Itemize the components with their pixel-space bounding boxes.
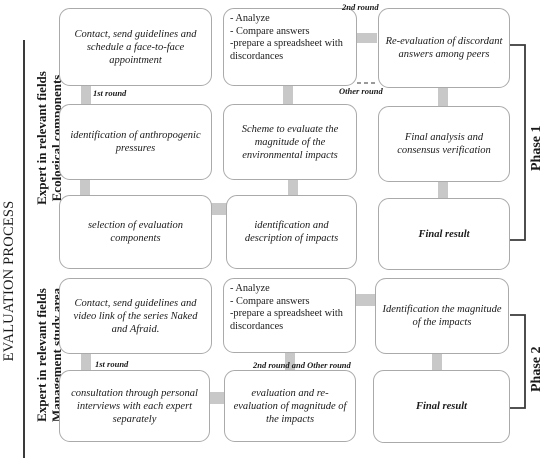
p2-analysis-item: - Compare answers — [230, 295, 310, 307]
p1-anthropogenic-text: identification of anthropogenic pressure… — [70, 130, 201, 154]
p2-analysis-item: - Analyze — [230, 283, 270, 294]
p1-analysis-list: - Analyze - Compare answers -prepare a s… — [230, 13, 350, 63]
connector-p1-impacts-scheme — [288, 177, 298, 197]
p2-first-round-label: 1st round — [95, 359, 129, 369]
p1-analysis-box: - Analyze - Compare answers -prepare a s… — [223, 8, 357, 86]
connector-p1-scheme-analysis — [283, 85, 293, 105]
p1-impacts-box: identification and description of impact… — [226, 195, 357, 269]
p2-evaluation-box: evaluation and re-evaluation of magnitud… — [224, 370, 356, 442]
p1-impacts-text: identification and description of impact… — [244, 220, 339, 244]
process-divider — [23, 40, 25, 458]
connector-p2-analysis-identification — [354, 294, 376, 306]
p1-first-round-label: 1st round — [93, 88, 127, 98]
p2-evaluation-text: evaluation and re-evaluation of magnitud… — [233, 387, 347, 425]
p1-analysis-item: - Analyze — [230, 13, 270, 24]
p1-other-round-label: Other round — [339, 86, 383, 96]
p2-contact-box: Contact, send guidelines and video link … — [59, 278, 212, 354]
p2-second-other-round-label: 2nd round and Other round — [253, 360, 351, 370]
connector-p2-consultation-evaluation — [208, 392, 226, 404]
p1-contact-text: Contact, send guidelines and schedule a … — [74, 28, 197, 66]
p1-selection-box: selection of evaluation components — [59, 195, 212, 269]
p2-identification-text: Identification the magnitude of the impa… — [382, 304, 502, 328]
p1-scheme-box: Scheme to evaluate the magnitude of the … — [223, 104, 357, 180]
p1-analysis-item: - Compare answers — [230, 25, 310, 37]
connector-p1-reeval-finalanalysis — [438, 86, 448, 108]
phase1-label: Phase 1 — [529, 125, 544, 172]
connector-p2-contact-consultation — [81, 350, 91, 370]
phase2-label: Phase 2 — [529, 346, 544, 393]
p1-final-result-text: Final result — [418, 228, 470, 240]
connector-p1-analysis-reeval — [357, 33, 377, 43]
p2-analysis-item: -prepare a spreadsheet with discordances — [230, 308, 343, 332]
connector-p2-identification-final — [432, 352, 442, 372]
p2-consultation-text: consultation through personal interviews… — [71, 387, 198, 425]
connector-p1-anthropogenic-selection — [80, 177, 90, 197]
p1-selection-text: selection of evaluation components — [87, 220, 184, 244]
connector-p1-selection-impacts — [210, 203, 228, 215]
p1-second-round-label: 2nd round — [342, 2, 379, 12]
p1-contact-box: Contact, send guidelines and schedule a … — [59, 8, 212, 86]
p2-analysis-list: - Analyze - Compare answers -prepare a s… — [230, 283, 349, 333]
connector-p2-evaluation-analysis — [285, 351, 295, 371]
p1-final-analysis-box: Final analysis and consensus verificatio… — [378, 106, 510, 182]
p1-analysis-item: -prepare a spreadsheet with discordances — [230, 38, 343, 62]
p2-consultation-box: consultation through personal interviews… — [59, 370, 210, 442]
p1-anthropogenic-box: identification of anthropogenic pressure… — [59, 104, 212, 180]
connector-p1-finalanalysis-final — [438, 178, 448, 200]
p1-scheme-text: Scheme to evaluate the magnitude of the … — [241, 123, 339, 161]
p2-contact-text: Contact, send guidelines and video link … — [73, 297, 198, 335]
p1-final-result-box: Final result — [378, 198, 510, 270]
p1-reevaluation-text: Re-evaluation of discordant answers amon… — [385, 36, 503, 60]
connector-p1-contact-anthropogenic — [81, 84, 91, 106]
p1-final-analysis-text: Final analysis and consensus verificatio… — [397, 132, 491, 156]
p2-final-result-box: Final result — [373, 370, 510, 443]
p1-reevaluation-box: Re-evaluation of discordant answers amon… — [378, 8, 510, 88]
p2-final-result-text: Final result — [415, 401, 468, 412]
p2-identification-box: Identification the magnitude of the impa… — [375, 278, 509, 354]
p2-analysis-box: - Analyze - Compare answers -prepare a s… — [223, 278, 356, 353]
